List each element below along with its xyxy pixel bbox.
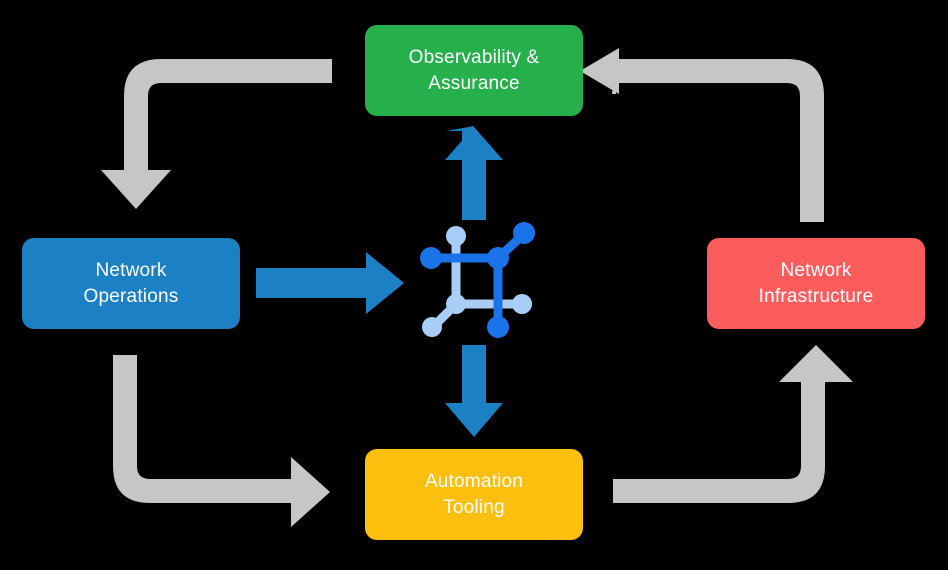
node-network-infrastructure[interactable]: Network Infrastructure	[707, 238, 925, 329]
gray-arrow-head-top-right	[580, 48, 619, 94]
blue-arrow-center-to-automation-tooling	[445, 345, 503, 437]
blue-arrow-operations-to-center	[256, 252, 404, 314]
node-network-operations-label: Network Operations	[83, 259, 179, 307]
network-topology-icon	[420, 222, 535, 338]
gray-arrow-automation-tooling-to-network-infrastructure	[613, 345, 853, 503]
gray-arrow-network-infrastructure-to-observability	[612, 59, 824, 222]
node-network-operations[interactable]: Network Operations	[22, 238, 240, 329]
node-observability-assurance[interactable]: Observability & Assurance	[365, 25, 583, 116]
blue-arrow-center-to-observability-shape	[445, 127, 503, 220]
node-automation-tooling[interactable]: Automation Tooling	[365, 449, 583, 540]
gray-arrow-observability-to-network-operations	[101, 59, 332, 209]
gray-arrow-network-operations-to-automation-tooling	[113, 355, 330, 527]
node-observability-assurance-label: Observability & Assurance	[408, 46, 540, 94]
node-automation-tooling-label: Automation Tooling	[424, 470, 524, 518]
node-network-infrastructure-label: Network Infrastructure	[758, 259, 874, 307]
